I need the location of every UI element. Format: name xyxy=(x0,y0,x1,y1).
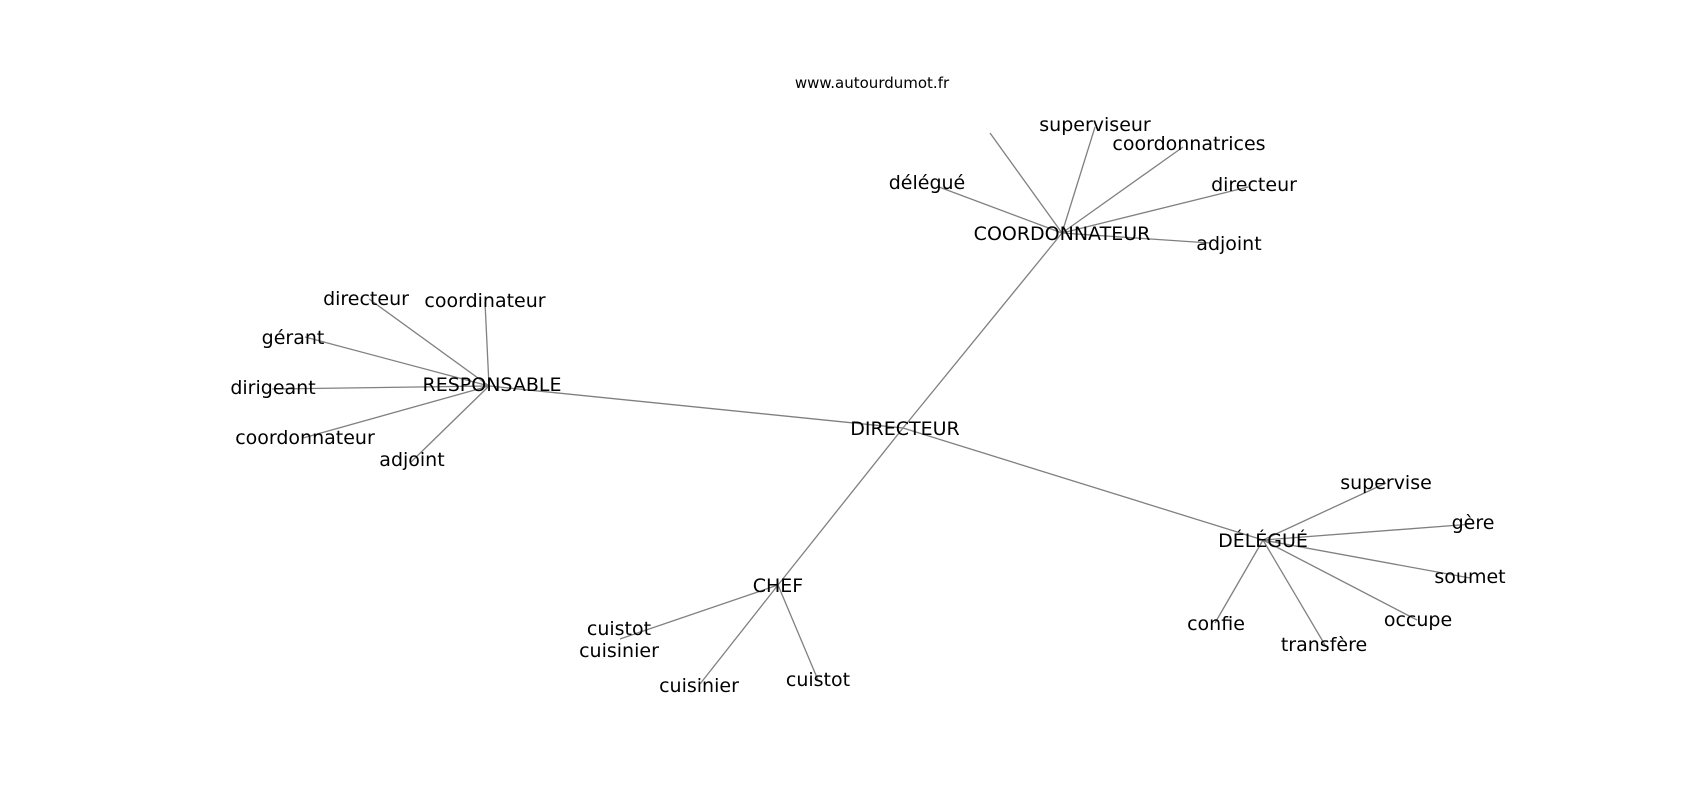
edge-coord-delegue xyxy=(938,186,1063,234)
edge-directeur-coordonnateur xyxy=(902,232,1063,429)
edge-coord-superviseur xyxy=(1061,126,1096,234)
leaf-coord-adjoint[interactable]: adjoint xyxy=(1196,233,1261,255)
edge-directeur-chef xyxy=(777,427,904,586)
edge-del-soumet xyxy=(1262,539,1471,579)
edge-del-supervise xyxy=(1262,482,1387,541)
leaf-del-soumet[interactable]: soumet xyxy=(1434,566,1505,588)
edge-directeur-delegue xyxy=(902,427,1264,541)
edge-resp-coordinateur xyxy=(484,301,490,387)
graph-edges xyxy=(271,126,1474,685)
leaf-chef-cuistot-cuisinier-line2[interactable]: cuisinier xyxy=(579,640,659,662)
leaf-del-transfere[interactable]: transfère xyxy=(1281,634,1367,656)
node-chef[interactable]: CHEF xyxy=(753,575,804,597)
leaf-chef-cuistot[interactable]: cuistot xyxy=(786,669,850,691)
leaf-del-confie[interactable]: confie xyxy=(1187,613,1245,635)
edge-resp-adjoint xyxy=(410,385,490,463)
edge-resp-dirigeant xyxy=(271,385,490,390)
edge-resp-gerant xyxy=(304,336,490,387)
leaf-resp-gerant[interactable]: gérant xyxy=(262,327,325,349)
leaf-del-gere[interactable]: gère xyxy=(1452,512,1495,534)
leaf-del-supervise[interactable]: supervise xyxy=(1340,472,1432,494)
leaf-resp-directeur[interactable]: directeur xyxy=(323,288,409,310)
site-watermark: www.autourdumot.fr xyxy=(795,74,950,92)
edge-del-occupe xyxy=(1262,539,1418,621)
leaf-chef-cuistot-cuisinier-line1[interactable]: cuistot xyxy=(587,618,651,640)
edge-del-transfere xyxy=(1262,539,1326,646)
edge-chef-cuisinier xyxy=(699,584,779,685)
node-responsable[interactable]: RESPONSABLE xyxy=(423,374,562,396)
leaf-del-occupe[interactable]: occupe xyxy=(1384,609,1452,631)
edge-resp-coordonnateur xyxy=(302,385,490,439)
edge-del-confie xyxy=(1214,539,1264,624)
leaf-chef-cuisinier[interactable]: cuisinier xyxy=(659,675,739,697)
edge-chef-cuistot xyxy=(777,584,819,681)
node-directeur[interactable]: DIRECTEUR xyxy=(850,418,959,440)
edge-directeur-responsable xyxy=(488,385,904,429)
node-delegue[interactable]: DÉLÉGUÉ xyxy=(1218,529,1308,552)
edge-coord-coordonnatrices xyxy=(1061,146,1184,234)
edge-coord-directeur xyxy=(1061,186,1249,234)
edge-resp-directeur xyxy=(368,298,490,387)
edge-coord-adjoint xyxy=(1061,232,1211,244)
leaf-resp-coordonnateur[interactable]: coordonnateur xyxy=(235,427,375,449)
edge-coord-coordonatrice xyxy=(989,132,1063,234)
edge-chef-cuistot-cuisinier xyxy=(619,584,779,640)
graph-labels: www.autourdumot.fr DIRECTEUR COORDONNATE… xyxy=(230,74,1505,697)
leaf-coord-coordonnatrices[interactable]: coordonnatrices xyxy=(1112,133,1265,155)
leaf-resp-dirigeant[interactable]: dirigeant xyxy=(230,377,315,399)
leaf-coord-delegue[interactable]: délégué xyxy=(889,172,966,194)
edge-del-gere xyxy=(1262,523,1474,541)
leaf-resp-adjoint[interactable]: adjoint xyxy=(379,449,444,471)
leaf-coord-superviseur[interactable]: superviseur xyxy=(1039,114,1151,136)
node-coordonnateur[interactable]: COORDONNATEUR xyxy=(974,223,1151,245)
leaf-resp-coordinateur[interactable]: coordinateur xyxy=(424,290,545,312)
leaf-coord-directeur[interactable]: directeur xyxy=(1211,174,1297,196)
